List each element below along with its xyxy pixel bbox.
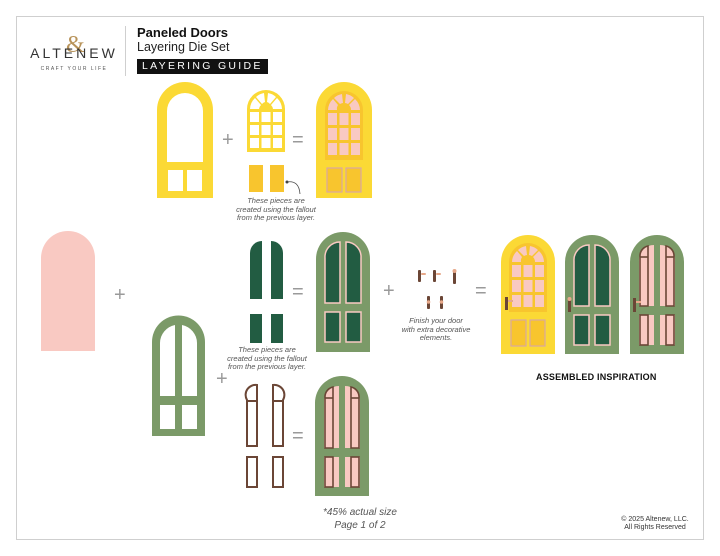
product-title: Paneled Doors	[137, 25, 229, 40]
yellow-window-grid-icon	[247, 90, 285, 152]
inspiration-yellow-door-icon	[501, 235, 555, 354]
yellow-door-frame-icon	[157, 82, 213, 198]
plus-operator: +	[383, 280, 395, 302]
assembled-inspiration-title: ASSEMBLED INSPIRATION	[536, 372, 657, 382]
ampersand-logo-icon: &	[66, 32, 85, 58]
sage-door-frame-icon	[152, 315, 205, 436]
brown-outline-panels-icon	[244, 383, 286, 488]
door-handles-icon	[418, 269, 457, 309]
inspiration-pink-green-door-icon	[630, 235, 684, 354]
curved-arrow-icon	[285, 180, 301, 195]
product-subtitle: Layering Die Set	[137, 40, 230, 54]
plus-operator: +	[222, 129, 234, 151]
finish-note: Finish your door with extra decorative e…	[401, 316, 471, 343]
scale-note: *45% actual size Page 1 of 2	[300, 506, 420, 532]
assembled-yellow-door-icon	[316, 82, 372, 198]
forest-green-panels-icon	[250, 241, 283, 343]
logo-wordmark: ALTENEW	[30, 45, 118, 61]
fallout-note-middle: These pieces are created using the fallo…	[227, 345, 307, 372]
plus-operator: +	[216, 368, 228, 390]
pink-door-base-icon	[41, 231, 95, 351]
equals-operator: =	[292, 425, 304, 447]
equals-operator: =	[475, 280, 487, 302]
inspiration-green-door-icon	[565, 235, 619, 354]
fallout-note-top: These pieces are created using the fallo…	[236, 196, 316, 223]
page-indicator: Page 1 of 2	[334, 520, 386, 531]
altenew-logo: & ALTENEW CRAFT YOUR LIFE	[24, 28, 124, 76]
header-divider	[125, 26, 126, 76]
layering-guide-badge: LAYERING GUIDE	[137, 59, 268, 74]
equals-operator: =	[292, 281, 304, 303]
copyright-notice: © 2025 Altenew, LLC. All Rights Reserved	[621, 516, 689, 532]
logo-tagline: CRAFT YOUR LIFE	[40, 66, 108, 72]
plus-operator: +	[114, 284, 126, 306]
equals-operator: =	[292, 129, 304, 151]
assembled-pink-green-door-icon	[315, 376, 369, 496]
green-forest-door-icon	[316, 232, 370, 352]
yellow-fallout-panels-icon	[249, 165, 284, 192]
